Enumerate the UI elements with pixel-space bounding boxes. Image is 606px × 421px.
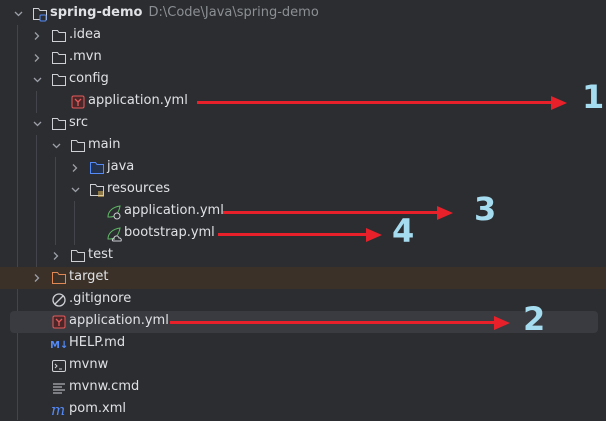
annotation-arrow xyxy=(223,205,453,220)
gitignore-icon xyxy=(51,292,67,308)
tree-guide xyxy=(36,91,37,113)
tree-row[interactable]: M↓HELP.md xyxy=(0,333,606,355)
tree-item-label: application.yml xyxy=(124,203,224,218)
tree-row[interactable]: test xyxy=(0,245,606,267)
chevron-right-icon[interactable] xyxy=(33,54,41,62)
yaml-file-icon xyxy=(70,94,86,110)
tree-item-label: main xyxy=(88,137,121,152)
chevron-down-icon[interactable] xyxy=(71,186,80,194)
folder-icon xyxy=(51,28,67,44)
annotation-arrow xyxy=(170,315,510,330)
folder-icon xyxy=(70,248,86,264)
chevron-down-icon[interactable] xyxy=(33,120,42,128)
shell-script-icon xyxy=(51,358,67,374)
project-path: D:\Code\Java\spring-demo xyxy=(148,5,319,20)
tree-row[interactable]: .gitignore xyxy=(0,289,606,311)
annotation-label: 2 xyxy=(523,300,546,338)
annotation-arrow xyxy=(197,95,567,110)
chevron-down-icon[interactable] xyxy=(52,142,61,150)
tree-row[interactable]: target xyxy=(0,267,606,289)
tree-item-label: java xyxy=(107,159,135,174)
tree-item-label: test xyxy=(88,247,113,262)
tree-row[interactable]: bootstrap.yml xyxy=(0,223,606,245)
folder-icon xyxy=(51,116,67,132)
tree-row[interactable]: mvnw xyxy=(0,355,606,377)
tree-item-label: application.yml xyxy=(69,313,169,328)
chevron-down-icon[interactable] xyxy=(33,76,42,84)
project-folder-icon xyxy=(32,6,48,22)
tree-row[interactable]: java xyxy=(0,157,606,179)
tree-row[interactable]: .mvn xyxy=(0,47,606,69)
spring-bootstrap-icon xyxy=(106,226,122,242)
tree-item-label: .idea xyxy=(69,27,101,42)
tree-row[interactable]: m pom.xml xyxy=(0,399,606,421)
svg-text:m: m xyxy=(51,402,65,418)
tree-guide xyxy=(55,157,56,245)
tree-item-label: .gitignore xyxy=(69,291,132,306)
maven-icon: m xyxy=(51,402,67,418)
tree-item-label: mvnw.cmd xyxy=(69,379,140,394)
chevron-right-icon[interactable] xyxy=(33,274,41,282)
tree-row[interactable]: application.yml xyxy=(0,91,606,113)
excluded-folder-icon xyxy=(51,270,67,286)
chevron-right-icon[interactable] xyxy=(71,164,79,172)
folder-icon xyxy=(51,50,67,66)
tree-row[interactable]: mvnw.cmd xyxy=(0,377,606,399)
tree-row[interactable]: src xyxy=(0,113,606,135)
tree-item-label: target xyxy=(69,269,109,284)
annotation-label: 3 xyxy=(474,190,497,228)
annotation-label: 1 xyxy=(582,78,605,116)
tree-item-label: pom.xml xyxy=(69,401,126,416)
tree-row[interactable]: application.yml xyxy=(0,201,606,223)
tree-row[interactable]: resources xyxy=(0,179,606,201)
annotation-arrow xyxy=(218,227,382,242)
chevron-down-icon[interactable] xyxy=(14,10,23,18)
tree-guide xyxy=(36,135,37,267)
folder-icon xyxy=(51,72,67,88)
resources-folder-icon xyxy=(89,182,105,198)
folder-icon xyxy=(70,138,86,154)
tree-item-label: config xyxy=(69,71,109,86)
tree-item-label: resources xyxy=(107,181,171,196)
tree-item-label: bootstrap.yml xyxy=(124,225,215,240)
yaml-file-icon xyxy=(51,314,67,330)
tree-item-label: mvnw xyxy=(69,357,109,372)
tree-item-label: application.yml xyxy=(88,93,188,108)
annotation-label: 4 xyxy=(392,212,415,250)
tree-row[interactable]: config xyxy=(0,69,606,91)
tree-item-label: .mvn xyxy=(69,49,102,64)
tree-row[interactable]: main xyxy=(0,135,606,157)
tree-guide xyxy=(17,25,18,420)
source-folder-icon xyxy=(89,160,105,176)
tree-item-label: src xyxy=(69,115,88,130)
spring-config-icon xyxy=(106,204,122,220)
tree-row[interactable]: .idea xyxy=(0,25,606,47)
tree-guide xyxy=(74,201,75,245)
chevron-right-icon[interactable] xyxy=(33,32,41,40)
svg-text:M↓: M↓ xyxy=(51,340,67,351)
text-file-icon xyxy=(51,380,67,396)
tree-item-label: HELP.md xyxy=(69,335,126,350)
chevron-right-icon[interactable] xyxy=(52,252,60,260)
markdown-icon: M↓ xyxy=(51,336,67,352)
